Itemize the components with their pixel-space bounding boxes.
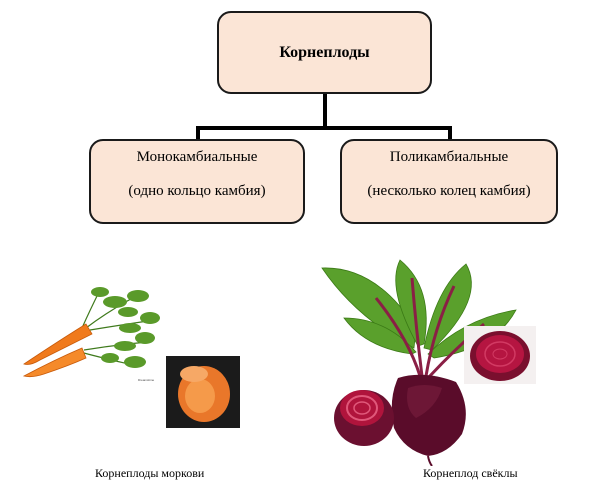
- monocambial-title: Монокамбиальные: [91, 149, 303, 166]
- connector-left-drop: [196, 126, 200, 140]
- beet-cross-section: [464, 326, 536, 384]
- carrot-cross-section: [166, 356, 240, 428]
- monocambial-subtitle: (одно кольцо камбия): [91, 183, 303, 200]
- root-node-label: Корнеплоды: [279, 44, 369, 62]
- root-node: Корнеплоды: [217, 11, 432, 94]
- polycambial-title: Поликамбиальные: [342, 149, 556, 166]
- carrot-inset-watermark: Dreamstime: [138, 378, 154, 382]
- carrot-caption: Корнеплоды моркови: [95, 466, 204, 481]
- connector-horizontal: [196, 126, 452, 130]
- polycambial-subtitle: (несколько колец камбия): [342, 183, 556, 200]
- connector-root-stem: [323, 94, 327, 128]
- monocambial-node: Монокамбиальные (одно кольцо камбия): [89, 139, 305, 224]
- polycambial-node: Поликамбиальные (несколько колец камбия): [340, 139, 558, 224]
- carrot-illustration: [20, 280, 170, 390]
- beet-caption: Корнеплод свёклы: [423, 466, 518, 481]
- connector-right-drop: [448, 126, 452, 140]
